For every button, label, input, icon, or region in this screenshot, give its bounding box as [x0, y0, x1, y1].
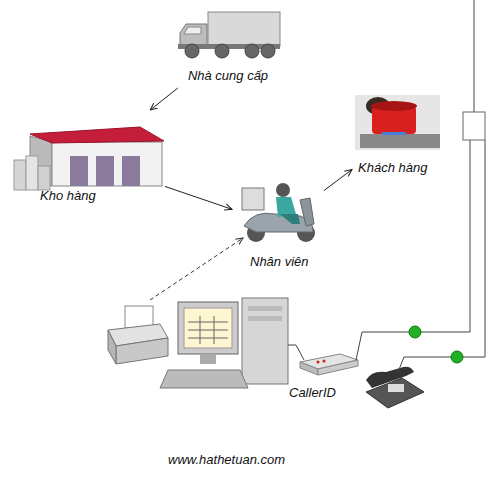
- warehouse-door: [122, 156, 140, 186]
- flow-arrow: [165, 186, 232, 209]
- node-label-group: Kho hàng: [40, 188, 160, 203]
- node-label: Nhà cung cấp: [172, 68, 284, 83]
- callerid-side: [318, 360, 358, 375]
- truck-wheel: [245, 44, 259, 58]
- printer-paper: [125, 306, 153, 328]
- truck-wheel: [215, 44, 229, 58]
- illustrated-node: CallerID: [285, 350, 357, 405]
- computer-tower: [242, 298, 288, 384]
- truck-box: [208, 12, 280, 46]
- screen-table: [188, 316, 228, 344]
- goods-box: [14, 160, 26, 190]
- truck-window: [184, 27, 201, 34]
- warehouse-icon: [14, 127, 164, 190]
- pc-wire: [288, 345, 304, 360]
- warehouse-door: [70, 156, 88, 186]
- footer-url: www.hathetuan.com: [168, 452, 285, 467]
- monitor-stand: [200, 354, 216, 364]
- goods-box: [26, 156, 38, 190]
- printer-front: [116, 338, 168, 364]
- warehouse-door: [96, 156, 114, 186]
- illustrated-node: Nhà cung cấp: [172, 8, 284, 88]
- phone-keypad: [388, 384, 404, 392]
- stove: [360, 134, 440, 148]
- drive-bay: [248, 316, 282, 321]
- connection-dot: [451, 351, 463, 363]
- keyboard: [160, 370, 248, 388]
- junction-box: [463, 112, 485, 140]
- node-label-group: CallerID: [289, 385, 357, 400]
- warehouse-roof: [30, 127, 164, 143]
- warehouse-front: [52, 142, 162, 186]
- phone-wiring: [288, 0, 485, 372]
- phone-line: [474, 0, 475, 112]
- rider-helmet: [276, 183, 290, 197]
- node-label: Nhân viên: [250, 254, 324, 269]
- printer-side: [108, 330, 116, 364]
- callerid-device: [300, 354, 358, 375]
- pot-rim: [371, 101, 417, 111]
- printer-icon: [108, 306, 168, 364]
- node-label-group: Nhân viên: [250, 254, 324, 269]
- motorbike-icon: [242, 183, 315, 242]
- photo-background: [355, 95, 440, 150]
- bike-shield: [300, 198, 314, 226]
- illustrated-node: Khách hàng: [352, 92, 444, 178]
- callerid-led: [317, 361, 320, 364]
- customer-photo: [355, 95, 440, 150]
- callerid-wire: [356, 140, 470, 360]
- monitor-screen: [184, 308, 232, 348]
- computer-icon: [160, 298, 288, 388]
- node-label: Khách hàng: [358, 160, 444, 175]
- flow-arrow: [150, 88, 178, 110]
- rider-leg: [280, 214, 300, 224]
- connection-dot: [409, 326, 421, 338]
- flow-arrow: [324, 170, 352, 191]
- flame: [382, 132, 406, 135]
- callerid-front: [300, 362, 318, 375]
- monitor: [178, 302, 238, 354]
- callerid-led: [323, 360, 326, 363]
- truck-wheel: [185, 44, 199, 58]
- dashed-arrow: [150, 238, 243, 300]
- illustrated-node: Kho hàng: [10, 110, 165, 210]
- truck-wheel: [261, 44, 275, 58]
- goods-box: [38, 166, 50, 190]
- drive-bay: [248, 306, 282, 311]
- node-label-group: Khách hàng: [358, 160, 444, 175]
- node-label: CallerID: [289, 385, 357, 400]
- telephone-icon: [366, 367, 424, 408]
- illustrated-node: Nhân viên: [232, 180, 324, 270]
- truck-icon: [178, 12, 280, 58]
- node-label: Kho hàng: [40, 188, 160, 203]
- delivery-box: [242, 188, 264, 210]
- node-label-group: Nhà cung cấp: [172, 68, 284, 83]
